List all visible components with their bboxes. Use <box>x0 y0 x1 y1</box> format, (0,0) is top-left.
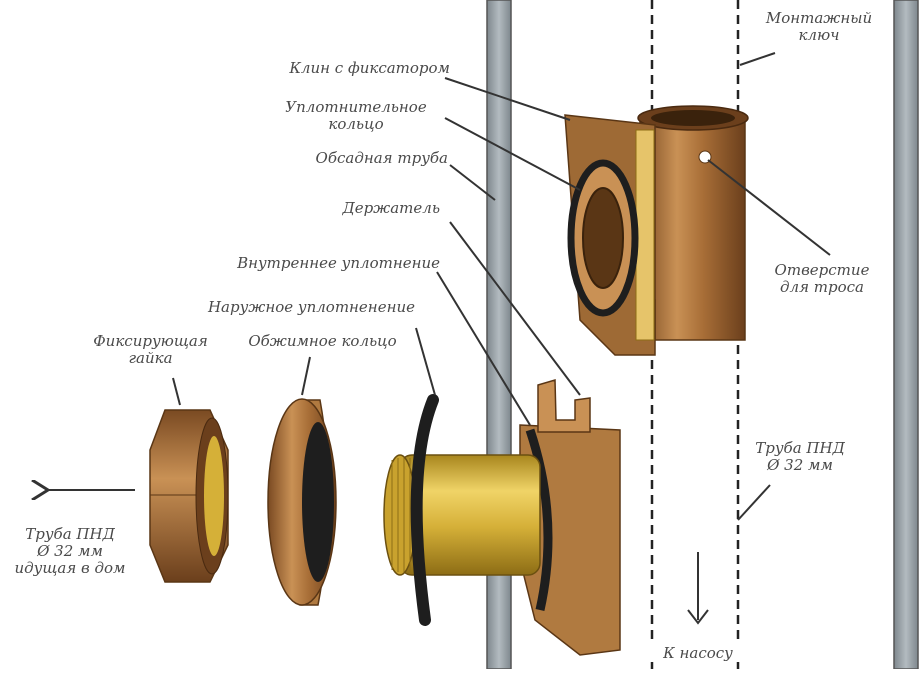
label-wedge-with-lock: Клин с фиксатором <box>235 60 450 77</box>
label-outer-seal: Наружное уплотненение <box>160 299 415 316</box>
label-pipe-pnd-right: Труба ПНД Ø 32 мм <box>740 440 860 474</box>
label-pipe-pnd-right-line2: Ø 32 мм <box>740 457 860 474</box>
label-sealing-ring-line2: кольцо <box>268 116 444 133</box>
label-pipe-pnd-left-line3: идущая в дом <box>0 560 140 577</box>
label-sealing-ring-line1: Уплотнительное <box>268 99 444 116</box>
label-outer-seal-text: Наружное уплотненение <box>208 298 415 316</box>
wedge-with-lock-part <box>565 106 748 355</box>
label-casing-pipe-text: Обсадная труба <box>316 149 448 167</box>
label-compression-ring: Обжимное кольцо <box>230 333 415 350</box>
label-to-pump: К насосу <box>648 645 748 662</box>
label-wedge-with-lock-text: Клин с фиксатором <box>289 59 450 77</box>
label-pipe-pnd-left: Труба ПНД Ø 32 мм идущая в дом <box>0 526 140 577</box>
label-holder-text: Держатель <box>343 199 441 217</box>
label-inner-seal: Внутреннее уплотнение <box>190 255 440 272</box>
label-to-pump-text: К насосу <box>663 644 733 662</box>
label-pipe-pnd-right-line1: Труба ПНД <box>740 440 860 457</box>
label-fixing-nut-line1: Фиксирующая <box>78 333 223 350</box>
threaded-fitting <box>384 400 540 620</box>
label-casing-pipe: Обсадная труба <box>280 150 448 167</box>
label-compression-ring-text: Обжимное кольцо <box>248 332 396 350</box>
compression-ring-part <box>268 399 336 605</box>
label-pipe-pnd-left-line2: Ø 32 мм <box>0 543 140 560</box>
label-mounting-key: Монтажный ключ <box>755 10 883 44</box>
label-cable-hole-line2: для троса <box>758 279 886 296</box>
label-holder: Держатель <box>310 200 440 217</box>
label-fixing-nut: Фиксирующая гайка <box>78 333 223 367</box>
label-sealing-ring: Уплотнительное кольцо <box>268 99 444 133</box>
label-fixing-nut-line2: гайка <box>78 350 223 367</box>
label-cable-hole-line1: Отверстие <box>758 262 886 279</box>
label-mounting-key-line2: ключ <box>755 27 883 44</box>
label-cable-hole: Отверстие для троса <box>758 262 886 296</box>
fixing-nut-part <box>150 410 228 582</box>
label-pipe-pnd-left-line1: Труба ПНД <box>0 526 140 543</box>
label-mounting-key-line1: Монтажный <box>755 10 883 27</box>
label-inner-seal-text: Внутреннее уплотнение <box>237 254 440 272</box>
casing-wall-right <box>894 0 918 669</box>
